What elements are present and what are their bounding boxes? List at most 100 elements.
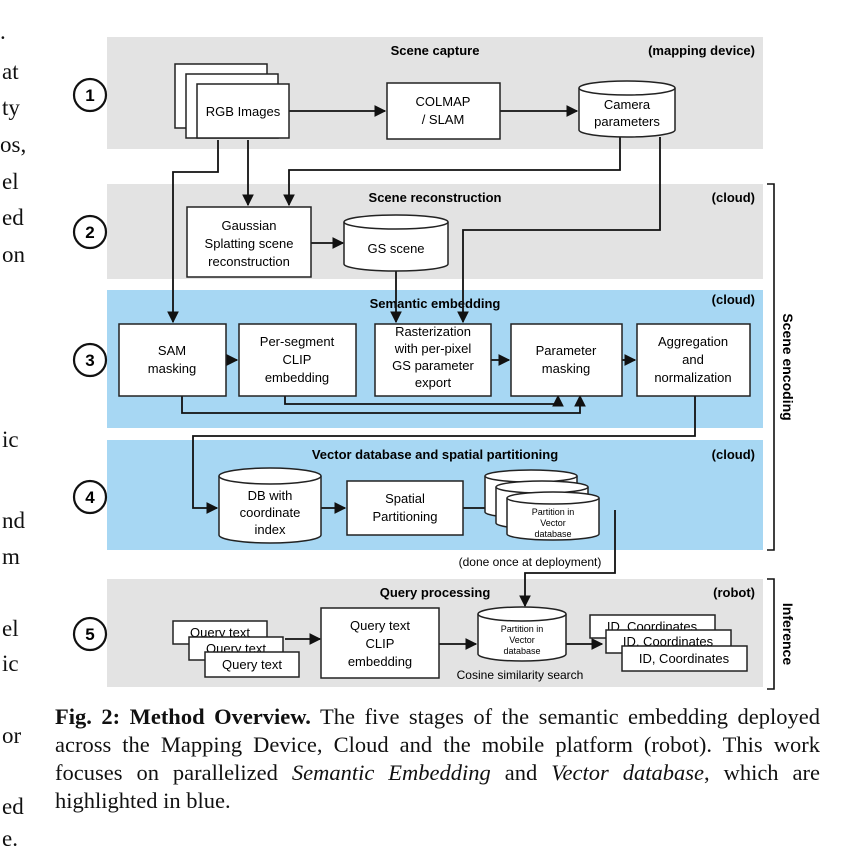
rasterization-line-3: GS parameter [392,358,474,373]
colmap-slam-box: COLMAP / SLAM [386,82,501,140]
aggregation-box: Aggregation and normalization [636,323,751,397]
gaussian-line-1: Gaussian [222,218,277,233]
parameter-line-1: Parameter [536,343,597,358]
rgb-images-label: RGB Images [206,104,281,119]
db-coordinate-index-cylinder: DB with coordinate index [218,467,322,544]
gaussian-splatting-box: Gaussian Splatting scene reconstruction [186,206,312,278]
margin-text-fragment: ic [2,651,19,676]
figure-caption: Fig. 2: Method Overview. The five stages… [55,703,820,815]
aggregation-line-2: and [682,352,704,367]
stage-4-number: 4 [85,488,95,507]
spatial-partitioning-box: Spatial Partitioning [346,480,464,536]
rasterization-line-2: with per-pixel [394,341,472,356]
caption-text-3: , which are highlighted in blue. [55,760,821,813]
clip-line-3: embedding [265,370,329,385]
stage-2-number: 2 [85,223,94,242]
query-clip-line-2: CLIP [366,636,395,651]
rasterization-line-1: Rasterization [395,324,471,339]
stage-3-title: Semantic embedding [370,296,501,311]
query-clip-line-3: embedding [348,654,412,669]
query-partition-line-1: Partition in [501,624,544,634]
stage-4-location: (cloud) [712,447,755,462]
stage-3-number-circle: 3 [72,342,108,378]
caption-figure-label: Fig. 2: [55,704,121,729]
arrow-camera-to-rasterization [457,137,661,324]
arrow-partition-to-query-db [519,510,616,608]
colmap-label-line-1: COLMAP [416,94,471,109]
spatial-line-2: Partitioning [372,509,437,524]
arrow-sam-to-parameter [181,394,586,414]
stage-1-number: 1 [85,86,94,105]
id-coordinates-3: ID, Coordinates [639,651,730,666]
stage-2-number-circle: 2 [72,214,108,250]
camera-parameters-line-2: parameters [594,114,660,129]
margin-text-fragment: m [2,544,20,569]
spatial-line-1: Spatial [385,491,425,506]
query-clip-box: Query text CLIP embedding [320,607,440,679]
caption-emphasis-2: Vector database [551,760,704,785]
caption-heading: Method Overview. [129,704,311,729]
stage-1-title: Scene capture [391,43,480,58]
margin-text-fragment: ed [2,205,24,230]
stage-3-number: 3 [85,351,94,370]
scene-encoding-label: Scene encoding [780,313,796,420]
connectors [167,105,696,650]
stage-5-title: Query processing [380,585,491,600]
stage-3-location: (cloud) [712,292,755,307]
query-text-stack: Query text Query text Query text [172,620,300,678]
partition-line-3: database [534,529,571,539]
margin-text-fragment: os, [0,132,27,157]
stage-1-location: (mapping device) [648,43,755,58]
stage-1-number-circle: 1 [72,77,108,113]
stage-4-title: Vector database and spatial partitioning [312,447,558,462]
margin-text-fragment: el [2,169,19,194]
arrow-camera-to-gaussian [283,137,621,207]
margin-text-fragment: ty [2,95,20,120]
parameter-masking-box: Parameter masking [510,323,623,397]
stage-5-location: (robot) [713,585,755,600]
stage-5-number-circle: 5 [72,616,108,652]
margin-text-fragment: . [0,19,6,44]
stage-2-title: Scene reconstruction [369,190,502,205]
margin-text-fragment: e. [2,826,18,851]
cosine-similarity-label: Cosine similarity search [457,668,584,682]
sam-masking-box: SAM masking [118,323,227,397]
margin-text-fragment: ed [2,794,24,819]
margin-text-fragment: at [2,59,19,84]
partition-vector-database-stack: Partition in Vector database [484,469,600,541]
caption-text-2: and [504,760,538,785]
rasterization-line-4: export [415,375,452,390]
db-line-3: index [254,522,286,537]
colmap-label-line-2: / SLAM [422,112,465,127]
parameter-line-2: masking [542,361,590,376]
sam-line-1: SAM [158,343,186,358]
gs-scene-label: GS scene [367,241,424,256]
margin-text-fragment: or [2,723,22,748]
rgb-images-stack: RGB Images [174,63,290,139]
arrow-aggregation-to-db [192,396,696,514]
per-segment-clip-box: Per-segment CLIP embedding [238,323,357,397]
margin-text-fragment: on [2,242,25,267]
stage-4-number-circle: 4 [72,479,108,515]
clip-line-2: CLIP [283,352,312,367]
query-partition-line-2: Vector [509,635,535,645]
aggregation-line-3: normalization [654,370,731,385]
aggregation-line-1: Aggregation [658,334,728,349]
id-coordinates-stack: ID, Coordinates ID, Coordinates ID, Coor… [589,614,748,672]
sam-line-2: masking [148,361,196,376]
deployment-note: (done once at deployment) [459,555,602,569]
gs-scene-cylinder: GS scene [343,214,449,272]
db-line-1: DB with [248,488,293,503]
db-line-2: coordinate [240,505,301,520]
arrow-rgb-to-sam [167,140,219,324]
stage-2-location: (cloud) [712,190,755,205]
partition-line-1: Partition in [532,507,575,517]
margin-text-fragment: nd [2,508,25,533]
camera-parameters-cylinder: Camera parameters [578,80,676,138]
gaussian-line-3: reconstruction [208,254,290,269]
gaussian-line-2: Splatting scene [205,236,294,251]
rasterization-box: Rasterization with per-pixel GS paramete… [374,323,492,397]
clip-line-1: Per-segment [260,334,335,349]
query-partition-line-3: database [503,646,540,656]
caption-text-1: The five stages of the semantic embeddin… [55,704,820,785]
